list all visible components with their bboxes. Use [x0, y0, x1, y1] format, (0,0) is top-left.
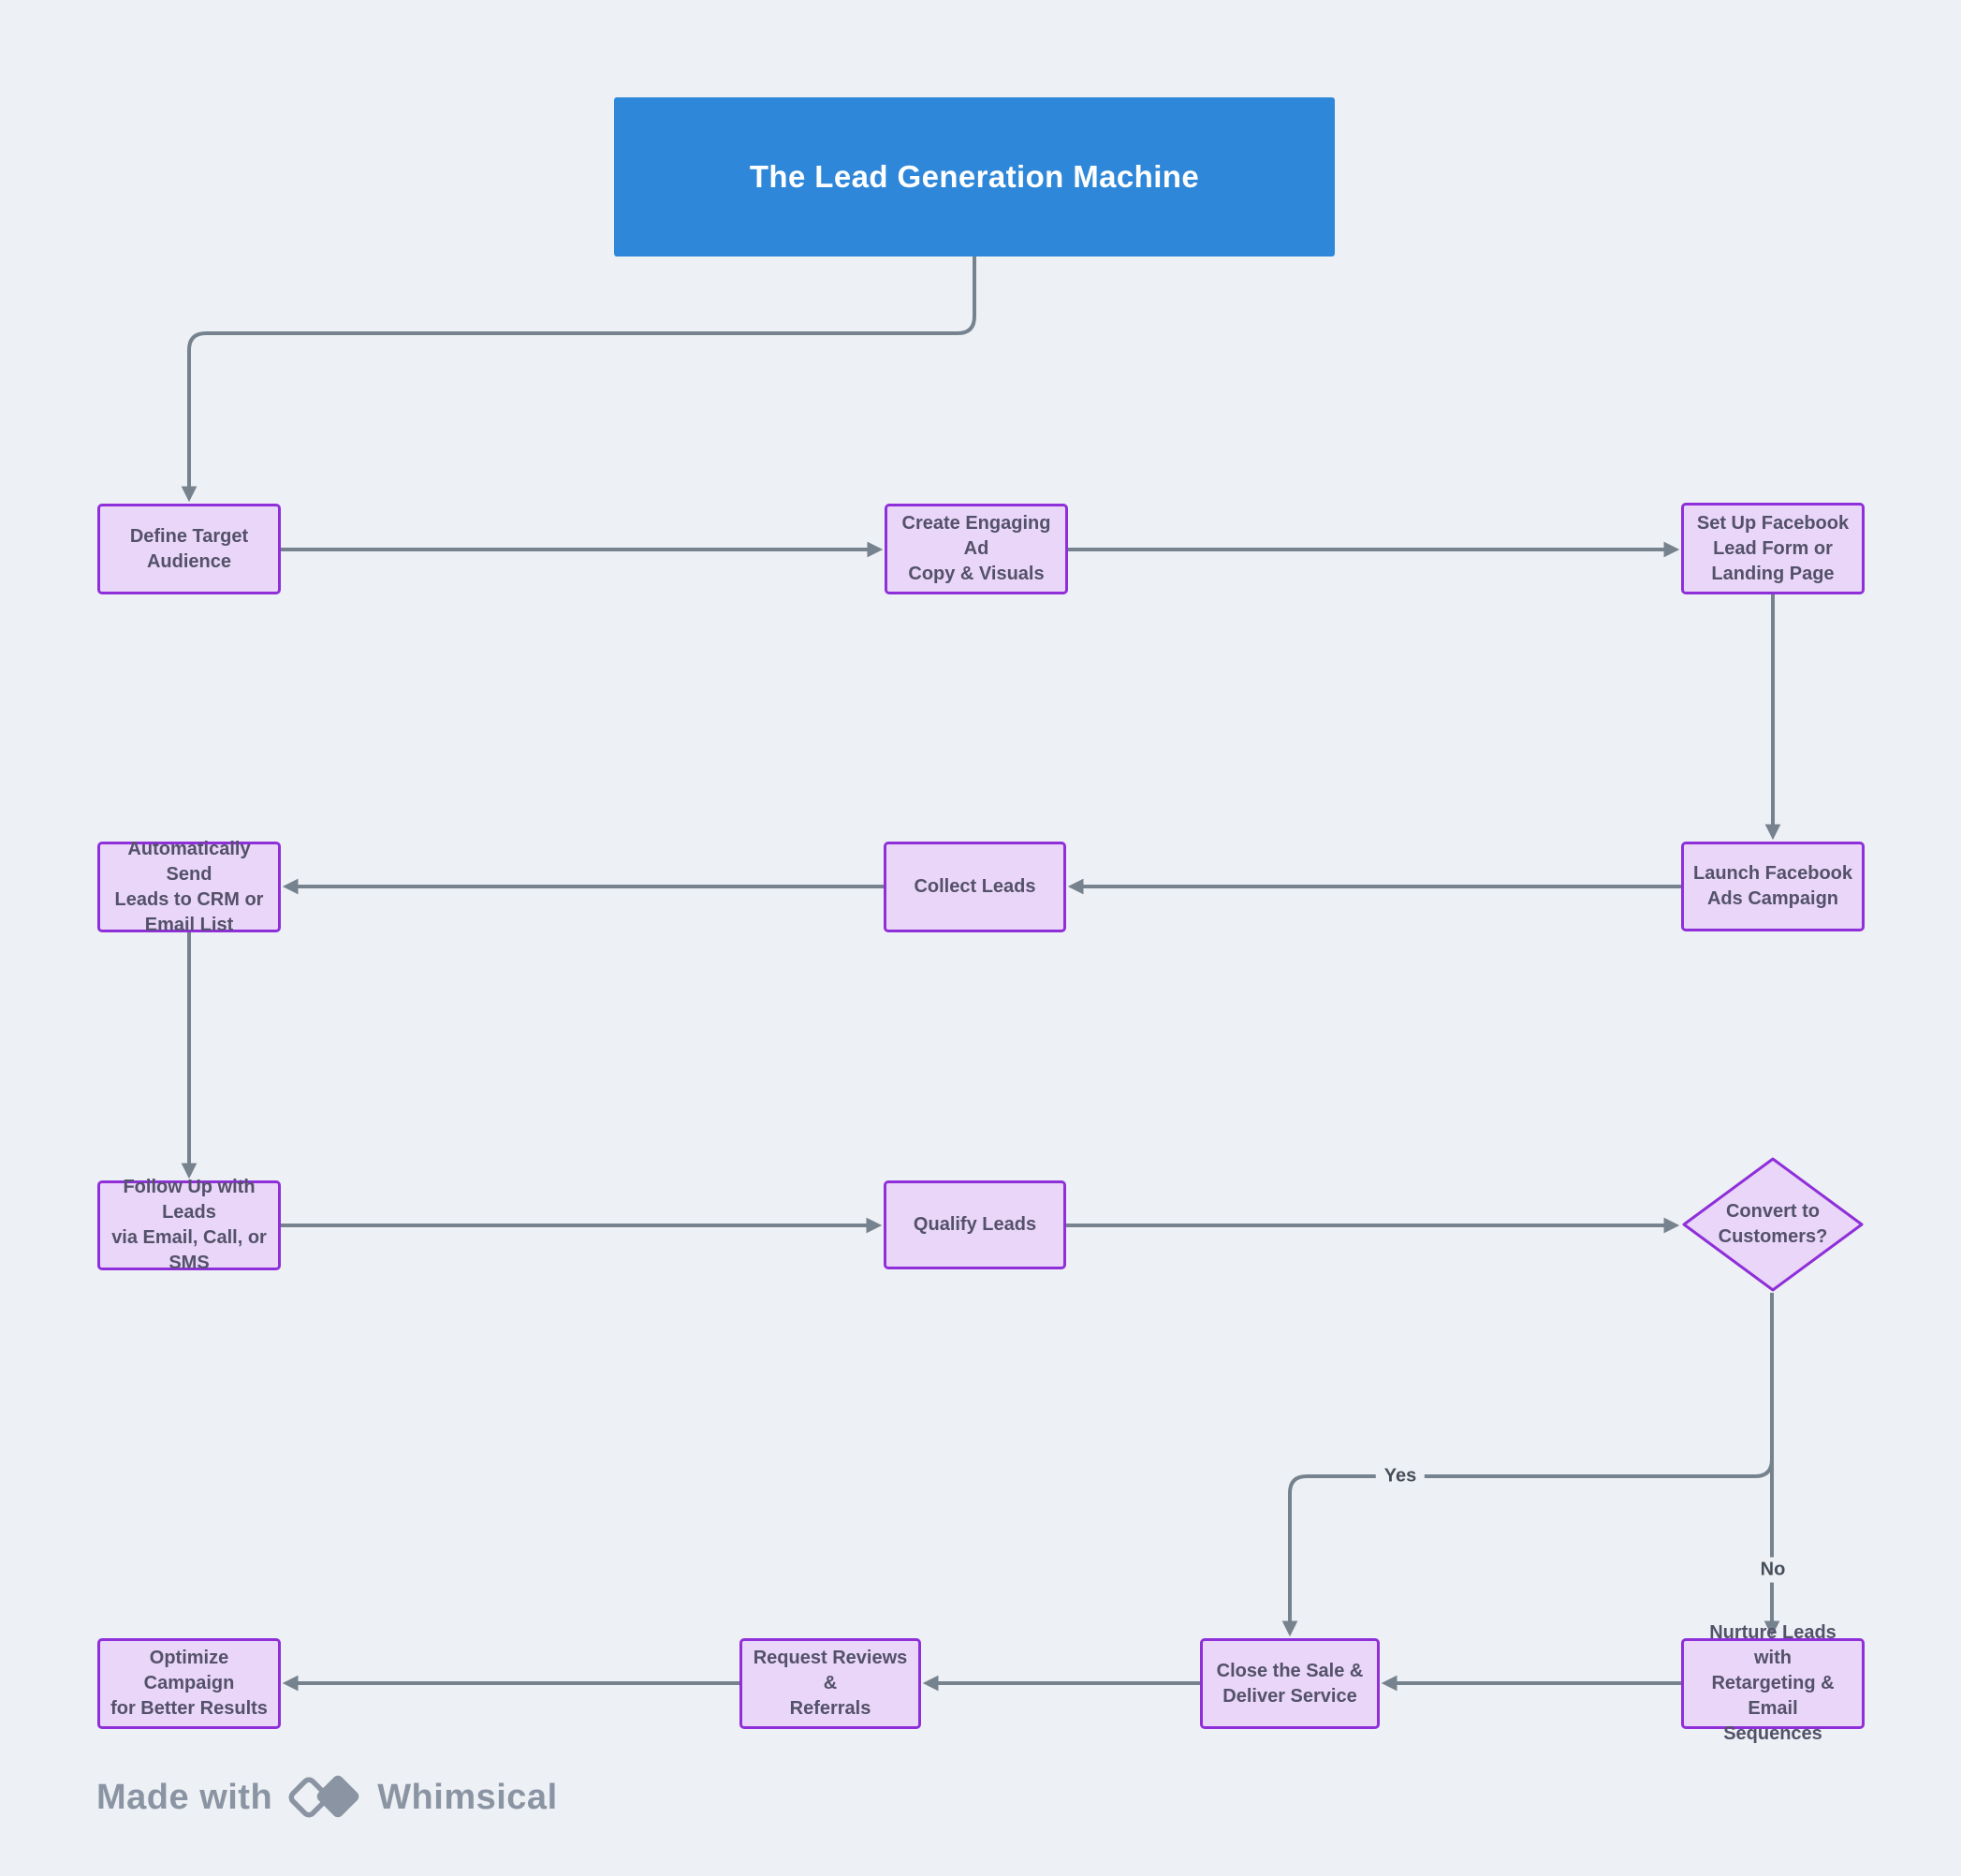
node-request-reviews[interactable]: Request Reviews & Referrals [739, 1638, 921, 1729]
node-optimize-campaign[interactable]: Optimize Campaign for Better Results [97, 1638, 281, 1729]
node-qualify-leads[interactable]: Qualify Leads [884, 1180, 1066, 1269]
diamond-shape [1682, 1157, 1864, 1292]
node-close-the-sale[interactable]: Close the Sale & Deliver Service [1200, 1638, 1380, 1729]
title-node[interactable]: The Lead Generation Machine [614, 97, 1335, 256]
edge-label-no: No [1751, 1557, 1794, 1583]
whimsical-brand-text: Whimsical [377, 1777, 558, 1817]
edge-label-yes: Yes [1375, 1463, 1426, 1489]
node-define-target-audience[interactable]: Define Target Audience [97, 504, 281, 594]
edge-convert-yes-to-close [1281, 1293, 1774, 1637]
node-convert-to-customers[interactable]: Convert to Customers? [1681, 1156, 1865, 1293]
diamond-label: Convert to Customers? [1718, 1201, 1828, 1247]
whimsical-diamonds-icon [288, 1775, 359, 1818]
node-send-leads-to-crm[interactable]: Automatically Send Leads to CRM or Email… [97, 839, 281, 935]
node-launch-ads-campaign[interactable]: Launch Facebook Ads Campaign [1681, 842, 1865, 931]
node-setup-lead-form[interactable]: Set Up Facebook Lead Form or Landing Pag… [1681, 503, 1865, 594]
node-follow-up-with-leads[interactable]: Follow Up with Leads via Email, Call, or… [97, 1177, 281, 1273]
made-with-whimsical-link[interactable]: Made with Whimsical [96, 1772, 558, 1823]
made-with-text: Made with [96, 1777, 273, 1817]
edge-title-to-define [181, 256, 976, 503]
node-nurture-leads[interactable]: Nurture Leads with Retargeting & Email S… [1681, 1622, 1865, 1744]
node-create-ad-copy[interactable]: Create Engaging Ad Copy & Visuals [885, 504, 1068, 594]
node-collect-leads[interactable]: Collect Leads [884, 842, 1066, 932]
